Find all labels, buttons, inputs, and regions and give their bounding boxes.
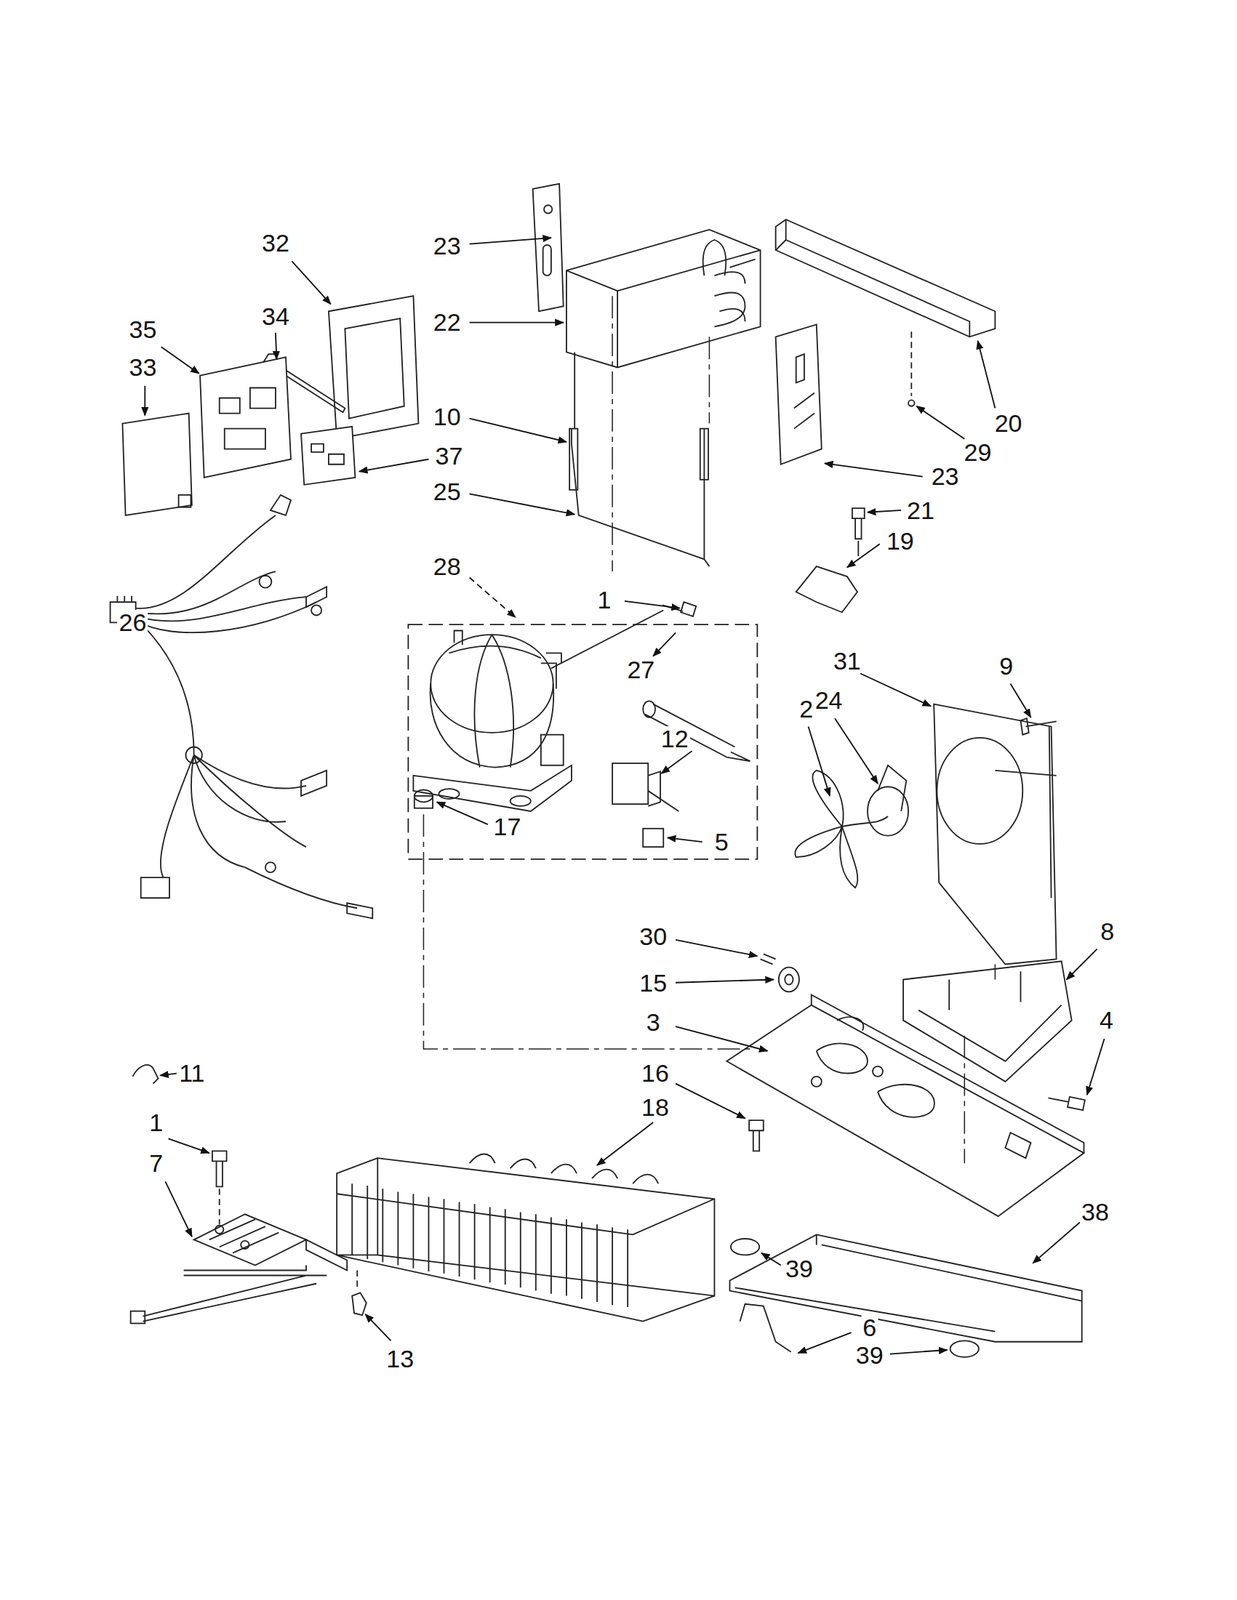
callout-number: 1 bbox=[595, 587, 613, 613]
assembly-lines bbox=[423, 295, 995, 1164]
part-drawings bbox=[110, 183, 1086, 1358]
callout-number: 28 bbox=[431, 554, 463, 579]
callout-number: 17 bbox=[492, 814, 523, 840]
callout-number: 35 bbox=[127, 317, 159, 342]
callout-number: 22 bbox=[431, 309, 463, 335]
callout-number: 7 bbox=[147, 1151, 165, 1176]
callout-number: 24 bbox=[813, 687, 845, 713]
callout-number: 13 bbox=[384, 1346, 416, 1372]
callout-number: 20 bbox=[993, 410, 1024, 436]
callout-number: 38 bbox=[1079, 1199, 1111, 1225]
callout-number: 18 bbox=[639, 1095, 671, 1120]
callout-number: 5 bbox=[713, 829, 731, 855]
callout-number: 39 bbox=[854, 1343, 886, 1368]
callout-number: 11 bbox=[177, 1061, 206, 1086]
callout-number: 1 bbox=[147, 1110, 165, 1136]
callout-number: 23 bbox=[930, 463, 961, 489]
callout-number: 6 bbox=[861, 1315, 878, 1341]
callout-number: 19 bbox=[885, 528, 916, 554]
callout-number: 29 bbox=[962, 439, 994, 465]
callout-number: 4 bbox=[1098, 1007, 1115, 1033]
callout-number: 37 bbox=[434, 443, 465, 469]
callout-number: 8 bbox=[1098, 919, 1116, 944]
callout-number: 30 bbox=[637, 924, 669, 950]
callout-number: 27 bbox=[625, 657, 656, 683]
callout-number: 9 bbox=[997, 653, 1015, 679]
callout-number: 10 bbox=[431, 404, 463, 430]
callout-number: 25 bbox=[431, 479, 463, 504]
callout-number: 39 bbox=[783, 1256, 815, 1282]
callout-number: 21 bbox=[905, 498, 936, 523]
callout-number: 12 bbox=[659, 726, 691, 752]
callout-number: 2 bbox=[797, 696, 815, 722]
callout-number: 32 bbox=[260, 230, 291, 256]
callout-number: 31 bbox=[831, 648, 863, 674]
callout-number: 16 bbox=[639, 1061, 671, 1086]
callout-number: 23 bbox=[431, 233, 463, 259]
leader-lines bbox=[144, 237, 1104, 1355]
callout-number: 33 bbox=[127, 354, 159, 380]
callout-number: 34 bbox=[260, 303, 291, 329]
callout-number: 26 bbox=[117, 610, 149, 635]
callout-number: 15 bbox=[637, 970, 669, 996]
callout-number: 3 bbox=[645, 1010, 662, 1035]
